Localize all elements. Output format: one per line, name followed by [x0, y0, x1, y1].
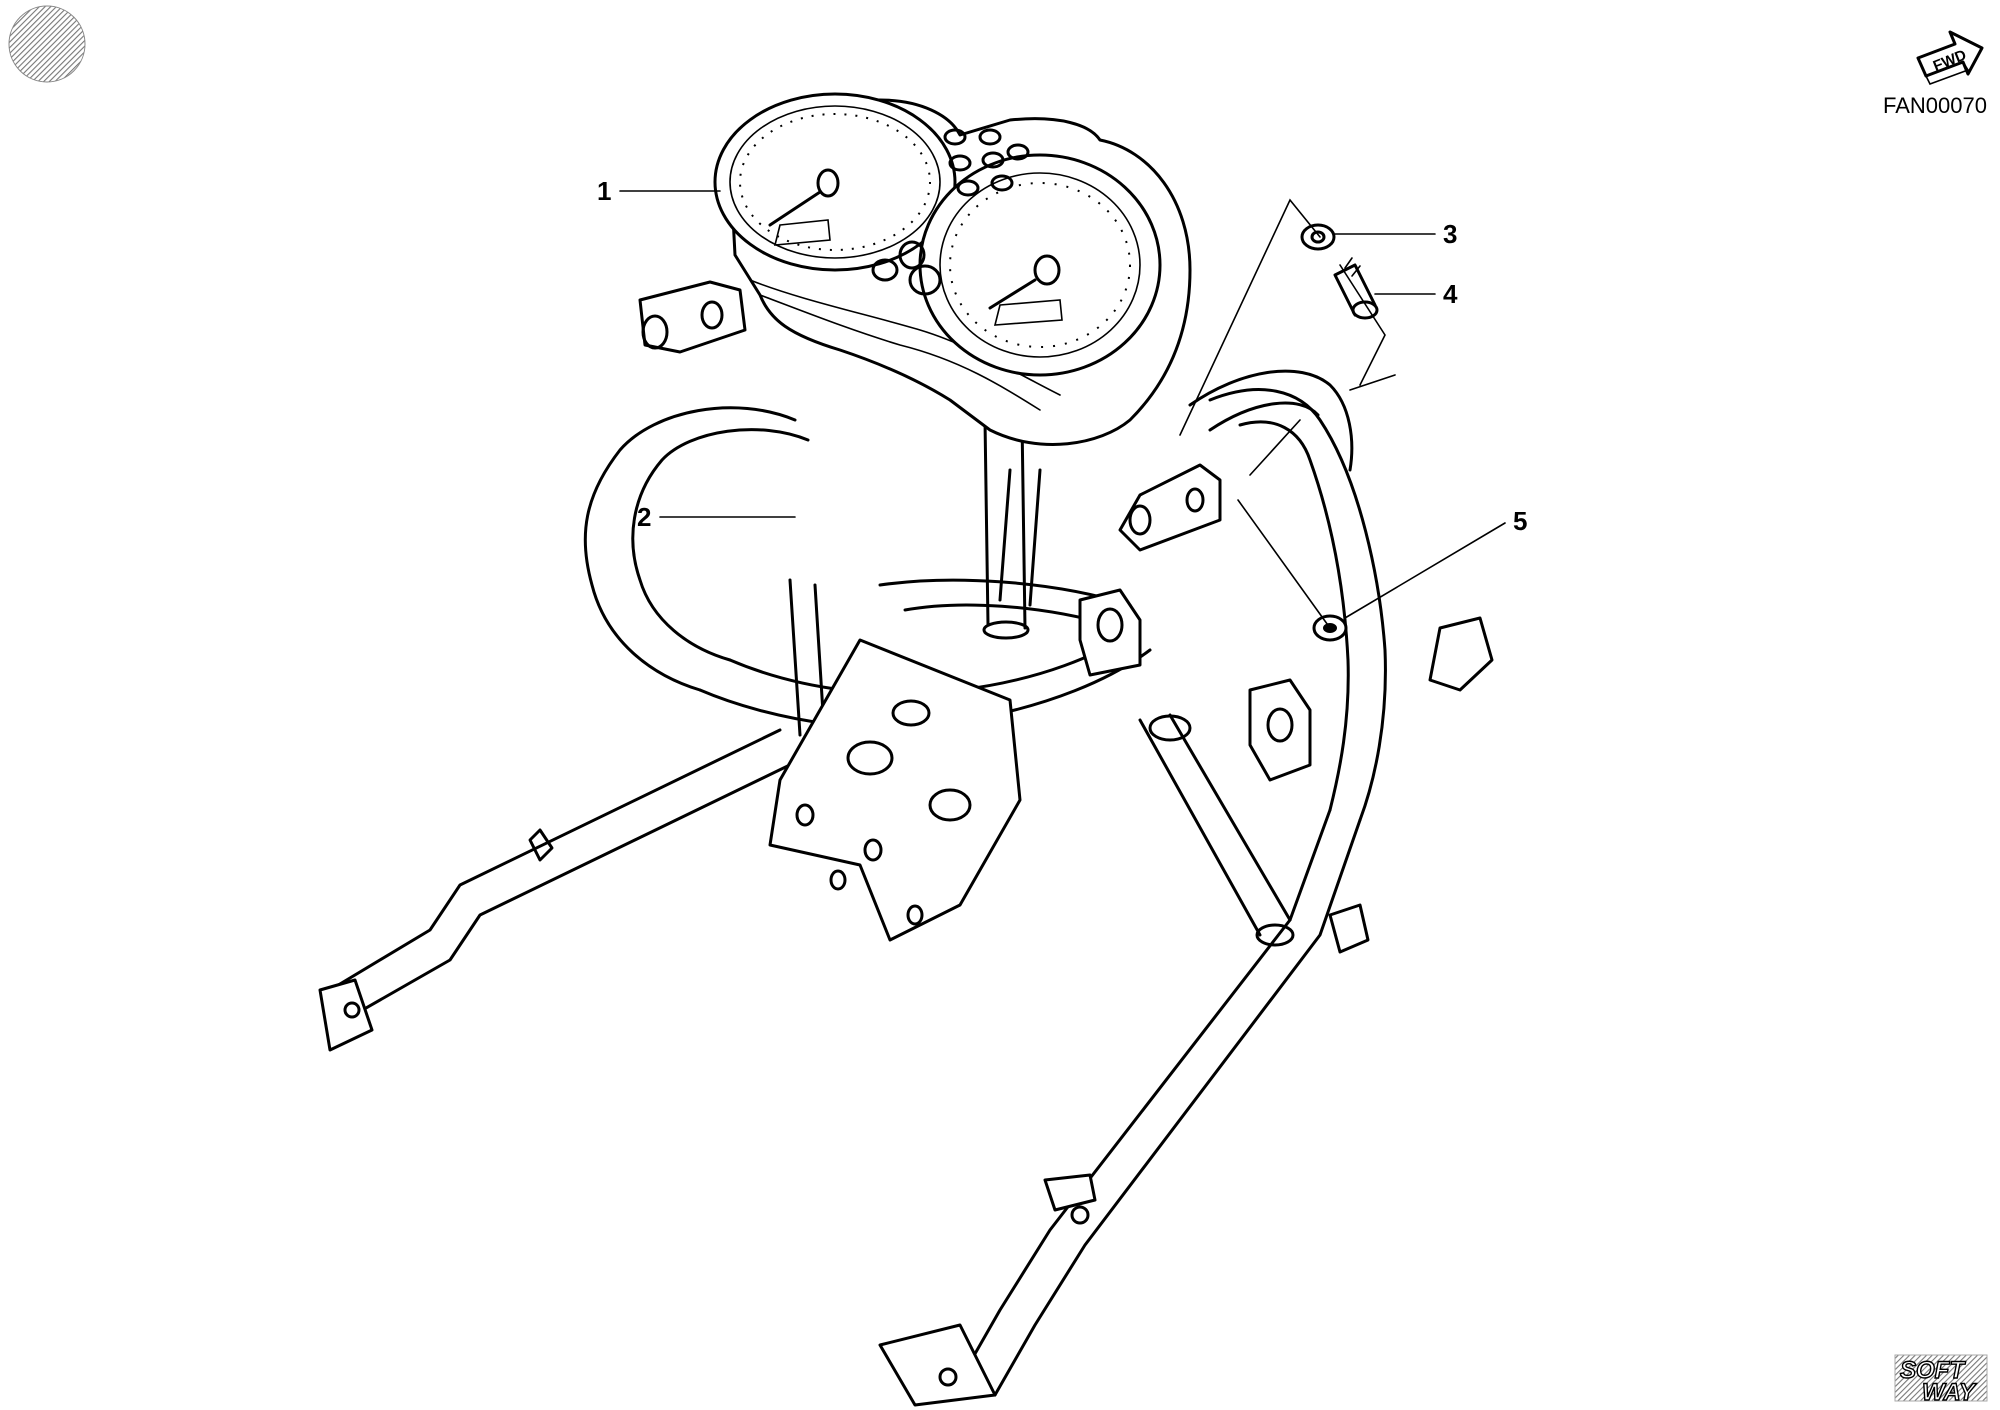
mounting-frame-drawing — [318, 369, 1494, 1407]
forward-direction-icon: FWD — [1916, 30, 1984, 85]
callout-3: 3 — [1334, 219, 1457, 249]
callout-4: 4 — [1374, 279, 1458, 309]
callout-1: 1 — [597, 176, 721, 206]
callout-number: 3 — [1443, 219, 1457, 249]
callout-2: 2 — [637, 502, 796, 532]
washer-part-drawing — [1300, 223, 1336, 251]
callout-number: 4 — [1443, 279, 1458, 309]
assembly-guide-line — [1179, 198, 1396, 436]
callout-number: 2 — [637, 502, 651, 532]
instrument-cluster-drawing — [638, 92, 1192, 446]
callout-number: 1 — [597, 176, 611, 206]
softway-logo-icon: SOFT WAY — [1894, 1354, 1988, 1407]
callout-number: 5 — [1513, 506, 1527, 536]
brand-line-1: SOFT — [1900, 1357, 1966, 1384]
figure-reference-code: FAN00070 — [1883, 93, 1987, 118]
corner-badge-icon — [8, 5, 86, 83]
brand-line-2: WAY — [1922, 1379, 1977, 1406]
callout-5: 5 — [1344, 506, 1527, 619]
assembly-guide-line — [1237, 419, 1331, 629]
